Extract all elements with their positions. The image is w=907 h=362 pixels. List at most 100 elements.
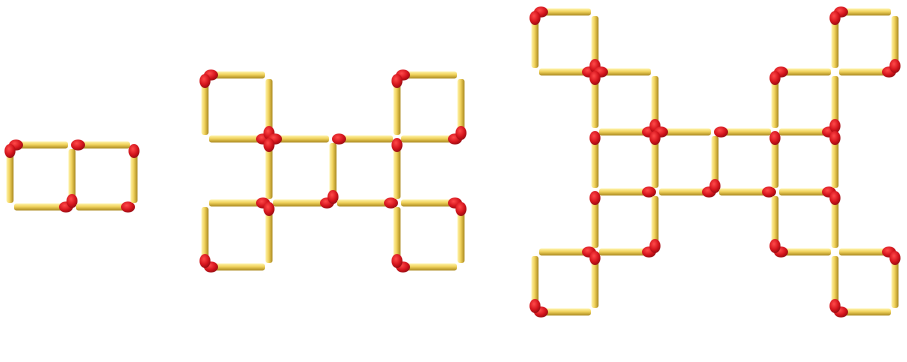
- matchstick-head: [129, 144, 140, 158]
- matchstick: [129, 144, 140, 203]
- matchstick-head: [830, 11, 841, 25]
- matchstick-head: [830, 299, 841, 313]
- matchstick: [264, 138, 275, 199]
- matchstick-head: [770, 71, 781, 85]
- figure-stage-2: [200, 70, 467, 273]
- matchstick: [9, 140, 68, 151]
- matchstick: [770, 131, 781, 188]
- matchstick: [332, 134, 393, 145]
- matchstick: [200, 74, 211, 135]
- matchstick-head: [590, 191, 601, 205]
- matchstick-head: [200, 74, 211, 88]
- matchstick: [590, 131, 601, 188]
- matchstick-head: [384, 198, 398, 209]
- matchstick: [401, 134, 462, 145]
- matchstick-head: [830, 191, 841, 205]
- matchstick: [599, 247, 656, 258]
- matchstick: [659, 187, 716, 198]
- matchstick: [770, 196, 781, 253]
- matchstick: [456, 79, 467, 140]
- matchstick: [539, 67, 596, 78]
- matchstick: [774, 247, 831, 258]
- matchstick: [200, 207, 211, 268]
- matchstick: [714, 127, 771, 138]
- matchstick-head: [392, 138, 403, 152]
- matchstick-head: [710, 179, 721, 193]
- matchstick-head: [5, 144, 16, 158]
- matchstick: [650, 196, 661, 253]
- matchstick: [590, 251, 601, 308]
- matchstick: [779, 187, 836, 198]
- matchstick: [401, 198, 462, 209]
- matchstick: [534, 307, 591, 318]
- matchstick: [890, 16, 901, 73]
- matchstick-head: [121, 202, 135, 213]
- matchstick-head: [200, 254, 211, 268]
- matchstick: [264, 202, 275, 263]
- matchstick: [71, 140, 130, 151]
- matchstick-head: [650, 131, 661, 145]
- matchstick-head: [762, 187, 776, 198]
- matchstick-head: [590, 71, 601, 85]
- matchstick-head: [642, 187, 656, 198]
- matchstick: [5, 144, 16, 203]
- matchstick: [830, 131, 841, 188]
- matchstick-head: [830, 131, 841, 145]
- matchstick: [268, 134, 329, 145]
- matchstick: [650, 76, 661, 133]
- matchstick-head: [890, 59, 901, 73]
- matchstick: [209, 134, 270, 145]
- matchstick: [590, 71, 601, 128]
- matchstick-head: [590, 131, 601, 145]
- matchstick-head: [71, 140, 85, 151]
- matchstick-head: [328, 190, 339, 204]
- matchstick: [264, 79, 275, 140]
- matchstick: [830, 256, 841, 313]
- matchstick: [590, 191, 601, 248]
- matchstick-head: [770, 131, 781, 145]
- matchstick: [530, 11, 541, 68]
- matchstick-head: [67, 194, 78, 208]
- matchstick: [396, 262, 457, 273]
- matchstick: [456, 202, 467, 263]
- matchstick: [770, 71, 781, 128]
- matchstick-head: [264, 202, 275, 216]
- figure-stage-3: [530, 7, 901, 318]
- matchstick: [590, 16, 601, 73]
- matchstick: [719, 187, 776, 198]
- matchstick-head: [650, 239, 661, 253]
- matchstick-head: [714, 127, 728, 138]
- matchstick-head: [392, 74, 403, 88]
- matchstick: [839, 67, 896, 78]
- matchstick: [830, 191, 841, 248]
- matchstick: [392, 138, 403, 199]
- matchstick-head: [264, 138, 275, 152]
- matchstick-head: [890, 251, 901, 265]
- matchstick-head: [392, 254, 403, 268]
- matchstick: [779, 127, 836, 138]
- matchstick: [834, 307, 891, 318]
- matchstick: [839, 247, 896, 258]
- matchstick: [209, 198, 270, 209]
- matchstick-head: [590, 251, 601, 265]
- matchstick: [774, 67, 831, 78]
- matchstick-head: [530, 299, 541, 313]
- matchstick: [654, 127, 711, 138]
- matchstick: [204, 262, 265, 273]
- matchstick: [328, 143, 339, 204]
- matchstick: [392, 207, 403, 268]
- matchstick: [599, 127, 656, 138]
- figure-stage-1: [5, 140, 140, 213]
- matchstick: [392, 74, 403, 135]
- matchstick: [76, 202, 135, 213]
- matchstick: [67, 149, 78, 208]
- matchstick: [534, 7, 591, 18]
- matchstick-head: [456, 202, 467, 216]
- matchstick-head: [770, 239, 781, 253]
- matchstick-head: [830, 119, 841, 133]
- matchstick: [710, 136, 721, 193]
- matchstick: [14, 202, 73, 213]
- matchstick: [594, 67, 651, 78]
- matchstick: [830, 76, 841, 133]
